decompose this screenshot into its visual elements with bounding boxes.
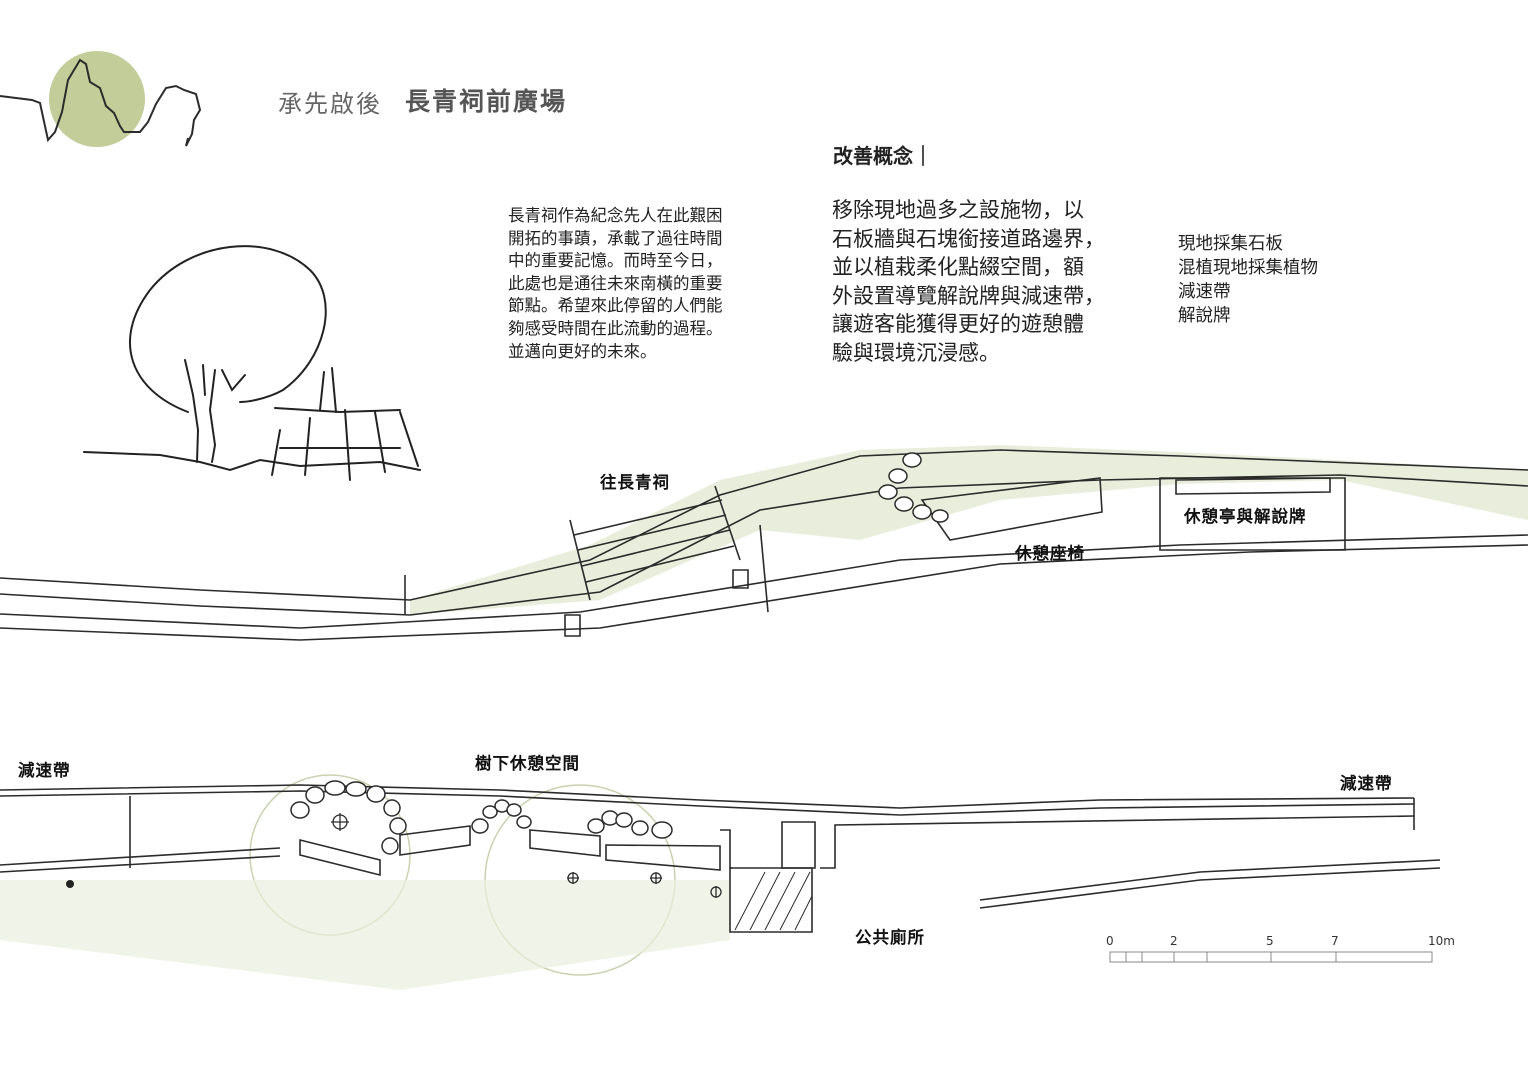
legend-item: 解說牌 xyxy=(1178,306,1231,326)
scale-tick-label: 0 xyxy=(1106,934,1114,948)
tree-sketch xyxy=(83,245,421,481)
concept-line: 並以植栽柔化點綴空間，額 xyxy=(832,255,1084,279)
tree-symbols xyxy=(331,813,722,898)
concept-heading: 改善概念｜ xyxy=(833,144,933,168)
lower-plan xyxy=(0,774,1441,990)
stone-arches xyxy=(290,780,673,855)
label-pavilion: 休憩亭與解說牌 xyxy=(1184,507,1307,526)
intro-line: 開拓的事蹟，承載了過往時間 xyxy=(508,228,723,248)
intro-line: 並邁向更好的未來。 xyxy=(508,341,657,361)
scale-tick-label: 7 xyxy=(1331,934,1339,948)
concept-line: 石板牆與石塊銜接道路邊界， xyxy=(832,226,1105,251)
concept-line: 驗與環境沉浸感。 xyxy=(832,340,1000,365)
materials-legend: 現地採集石板 混植現地採集植物 減速帶 解說牌 xyxy=(1178,232,1318,328)
intro-line: 長青祠作為紀念先人在此艱困 xyxy=(508,206,723,225)
page-subtitle: 承先啟後 xyxy=(278,90,382,118)
scale-tick-label: 5 xyxy=(1266,934,1274,948)
marker-dot xyxy=(66,880,74,888)
intro-line: 此處也是通往未來南橫的重要 xyxy=(508,273,723,293)
concept-line: 移除現地過多之設施物，以 xyxy=(832,198,1084,222)
label-speed-bump-left: 減速帶 xyxy=(18,761,71,780)
page-title: 長青祠前廣場 xyxy=(405,87,568,116)
intro-line: 中的重要記憶。而時至今日， xyxy=(508,251,723,271)
intro-paragraph: 長青祠作為紀念先人在此艱困 開拓的事蹟，承載了過往時間 中的重要記憶。而時至今日… xyxy=(508,205,783,363)
legend-item: 現地採集石板 xyxy=(1178,234,1283,254)
scale-bar xyxy=(1109,951,1433,963)
concept-body: 移除現地過多之設施物，以 石板牆與石塊銜接道路邊界， 並以植栽柔化點綴空間，額 … xyxy=(832,196,1142,367)
logo-circle xyxy=(49,51,145,147)
label-to-shrine: 往長青祠 xyxy=(600,473,670,492)
label-speed-bump-right: 減速帶 xyxy=(1340,774,1393,793)
scale-tick-label: 10m xyxy=(1428,934,1455,948)
legend-item: 混植現地採集植物 xyxy=(1178,258,1318,278)
label-tree-rest-space: 樹下休憩空間 xyxy=(475,754,580,773)
toilet-hatch xyxy=(734,871,813,931)
intro-line: 夠感受時間在此流動的過程。 xyxy=(508,318,723,338)
logo-mountain-icon xyxy=(0,51,202,147)
concept-line: 讓遊客能獲得更好的遊憩體 xyxy=(832,312,1084,336)
label-public-toilet: 公共廁所 xyxy=(855,928,925,947)
legend-item: 減速帶 xyxy=(1178,282,1231,302)
scale-tick-label: 2 xyxy=(1170,934,1178,948)
intro-line: 節點。希望來此停留的人們能 xyxy=(508,296,723,316)
concept-line: 外設置導覽解說牌與減速帶， xyxy=(832,283,1105,308)
upper-plan xyxy=(0,445,1528,641)
label-rest-seats: 休憩座椅 xyxy=(1015,544,1085,563)
